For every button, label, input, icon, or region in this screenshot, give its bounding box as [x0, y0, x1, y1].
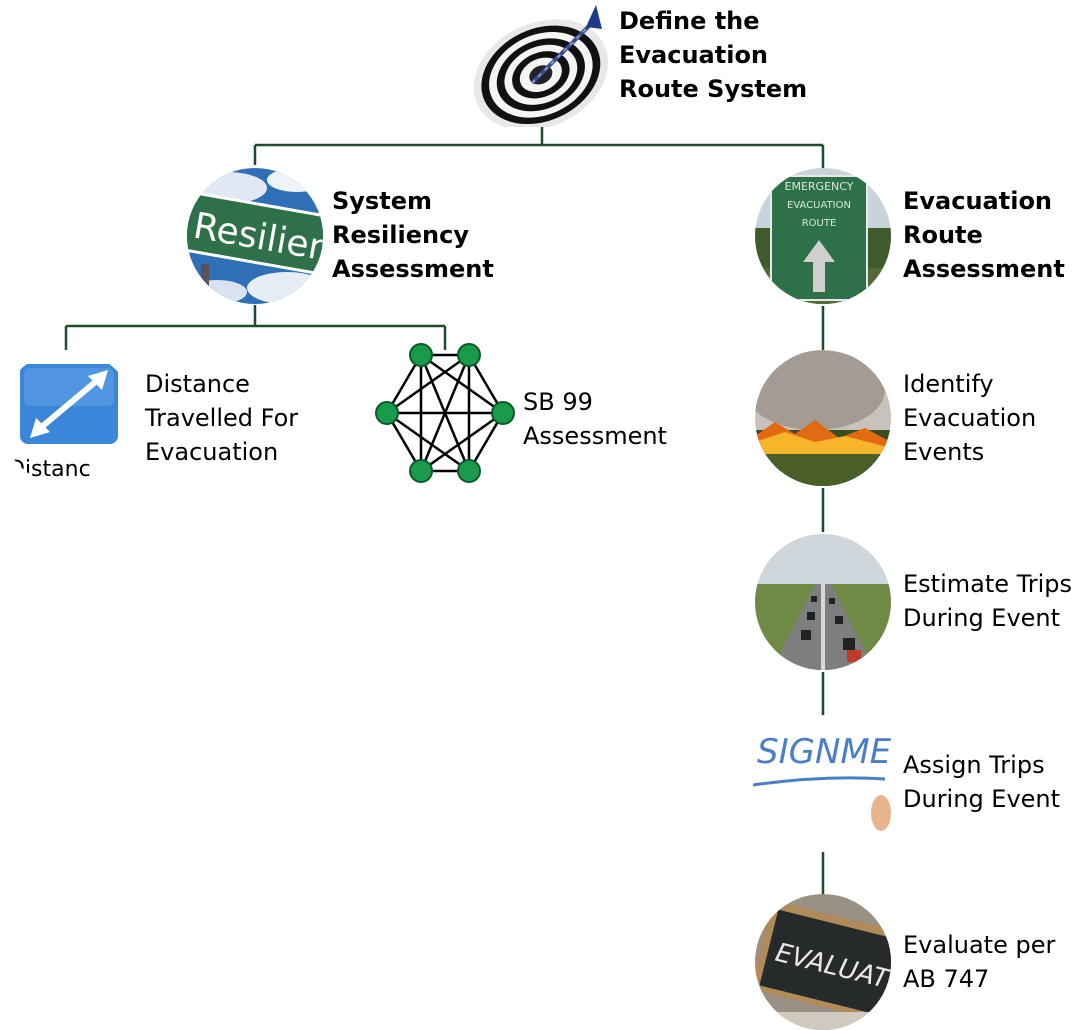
evacuation-route-sign-icon: EMERGENCY EVACUATION ROUTE — [755, 168, 891, 304]
label-line: Assign Trips — [903, 751, 1045, 779]
node-label-sb99: SB 99 Assessment — [523, 385, 667, 453]
label-line: Assessment — [332, 255, 494, 283]
node-label-distance-travelled: Distance Travelled For Evacuation — [145, 367, 298, 469]
node-label-system-resiliency: System Resiliency Assessment — [332, 184, 494, 286]
highway-traffic-icon — [755, 534, 891, 670]
node-label-identify-events: Identify Evacuation Events — [903, 367, 1036, 469]
label-line: During Event — [903, 785, 1061, 813]
label-line: Evacuation — [619, 41, 769, 69]
resiliency-sign-icon: Resilienc — [187, 168, 323, 304]
network-graph-icon — [375, 343, 515, 483]
label-line: Assessment — [523, 422, 667, 450]
label-line: Distance — [145, 370, 250, 398]
node-label-assign-trips: Assign Trips During Event — [903, 748, 1060, 816]
sign-text-line: EMERGENCY — [785, 180, 854, 193]
sign-text-line: EVACUATION — [787, 200, 851, 211]
assignment-icon: SIGNME — [753, 717, 891, 833]
label-line: Evacuation — [145, 438, 279, 466]
label-line: Estimate Trips — [903, 570, 1073, 598]
label-line: Resiliency — [332, 221, 469, 249]
label-line: Events — [903, 438, 985, 466]
node-label-evacuation-route-assessment: Evacuation Route Assessment — [903, 184, 1065, 286]
label-line: Define the — [619, 7, 760, 35]
label-line: Evaluate per — [903, 931, 1056, 959]
node-label-evaluate: Evaluate per AB 747 — [903, 928, 1055, 996]
label-line: Evacuation — [903, 404, 1037, 432]
evaluation-chalkboard-icon: EVALUATIO — [755, 894, 891, 1030]
label-line: System — [332, 187, 432, 215]
label-line: Travelled For — [145, 404, 299, 432]
sign-text-line: ROUTE — [802, 218, 837, 229]
distance-icon: Distanc — [0, 350, 136, 486]
label-line: SB 99 — [523, 388, 593, 416]
label-line: Assessment — [903, 255, 1065, 283]
label-line: Route — [903, 221, 983, 249]
node-label-define-route-system: Define the Evacuation Route System — [619, 4, 807, 106]
dartboard-icon — [470, 3, 612, 127]
label-line: Route System — [619, 75, 808, 103]
label-line: AB 747 — [903, 965, 990, 993]
label-line: During Event — [903, 604, 1061, 632]
label-line: Identify — [903, 370, 994, 398]
node-label-estimate-trips: Estimate Trips During Event — [903, 567, 1072, 635]
label-line: Evacuation — [903, 187, 1053, 215]
assignment-image-text: SIGNME — [757, 732, 891, 772]
wildfire-icon — [755, 350, 891, 486]
